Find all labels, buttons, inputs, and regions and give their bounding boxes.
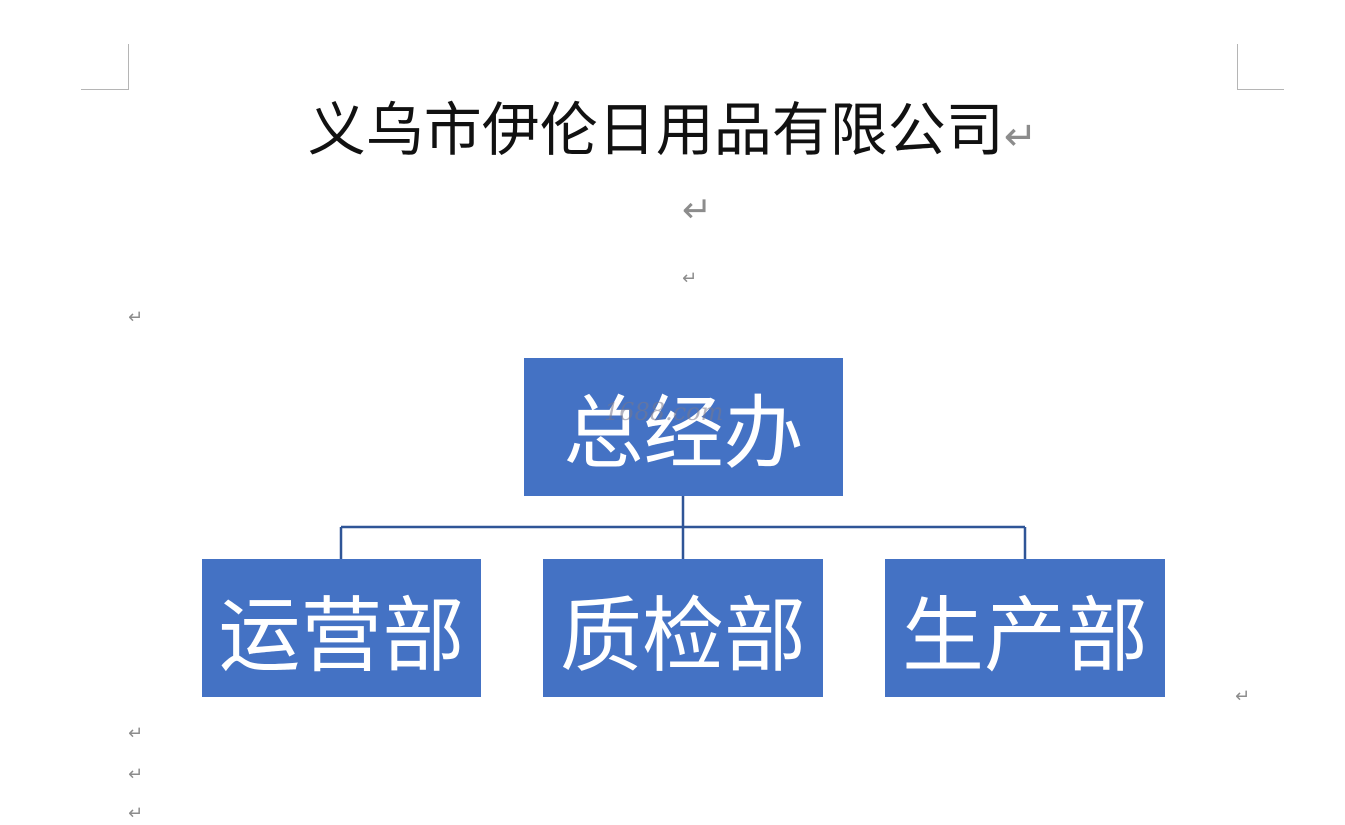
document-title-line[interactable]: 义乌市伊伦日用品有限公司↵ (0, 94, 1345, 173)
org-box-general-office[interactable]: 总经办 (524, 358, 843, 496)
org-box-production[interactable]: 生产部 (885, 559, 1165, 697)
org-box-operations[interactable]: 运营部 (202, 559, 481, 697)
org-box-quality-inspection[interactable]: 质检部 (543, 559, 823, 697)
paragraph-mark-icon: ↵ (1235, 686, 1251, 707)
org-box-label: 生产部 (901, 588, 1148, 684)
top-right-margin-mark (1237, 44, 1284, 90)
paragraph-mark-icon: ↵ (682, 190, 713, 231)
document-title[interactable]: 义乌市伊伦日用品有限公司 (307, 96, 1004, 164)
top-left-margin-mark (81, 44, 129, 90)
paragraph-mark-icon: ↵ (682, 268, 698, 289)
org-box-label: 总经办 (563, 387, 804, 480)
connector-lines (339, 496, 1027, 559)
paragraph-mark-icon: ↵ (128, 764, 144, 785)
watermark-text: 1688.com (604, 398, 724, 426)
paragraph-mark-icon: ↵ (1003, 114, 1038, 160)
paragraph-mark-icon: ↵ (128, 803, 144, 824)
paragraph-mark-icon: ↵ (128, 723, 144, 744)
org-box-label: 质检部 (559, 588, 806, 684)
org-box-label: 运营部 (218, 588, 465, 684)
paragraph-mark-icon: ↵ (128, 307, 144, 328)
